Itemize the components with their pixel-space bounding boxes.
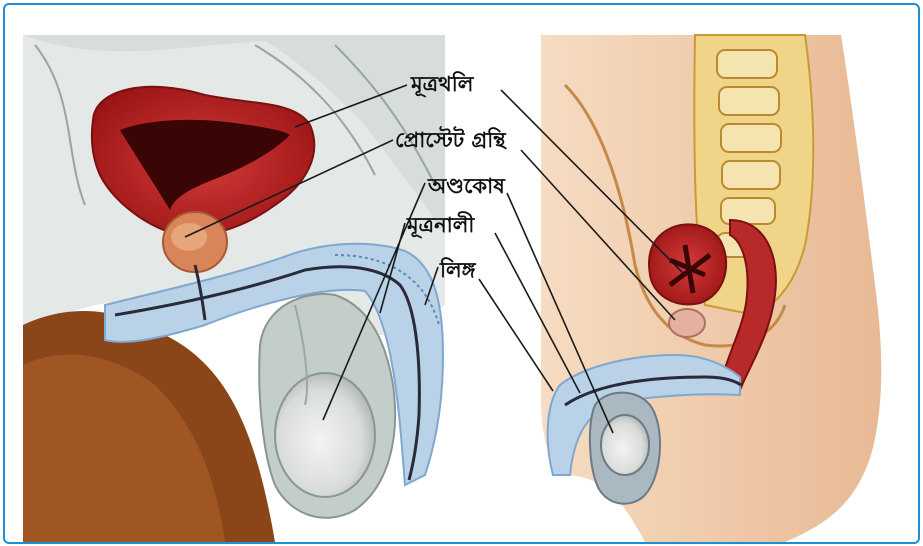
label-urethra: মূত্রনালী <box>406 211 475 238</box>
left-anatomy-illustration <box>23 35 445 542</box>
prostate-right <box>669 309 705 337</box>
testis-left <box>275 373 375 497</box>
anatomy-diagram: মূত্রথলি প্রোস্টেট গ্রন্থি অণ্ডকোষ মূত্র… <box>5 5 918 542</box>
label-penis: লিঙ্গ <box>439 257 477 282</box>
right-anatomy-illustration <box>541 35 881 542</box>
label-bladder: মূত্রথলি <box>410 71 475 97</box>
diagram-frame: মূত্রথলি প্রোস্টেট গ্রন্থি অণ্ডকোষ মূত্র… <box>3 3 920 544</box>
label-scrotum: অণ্ডকোষ <box>427 174 506 198</box>
label-prostate: প্রোস্টেট গ্রন্থি <box>395 126 507 152</box>
